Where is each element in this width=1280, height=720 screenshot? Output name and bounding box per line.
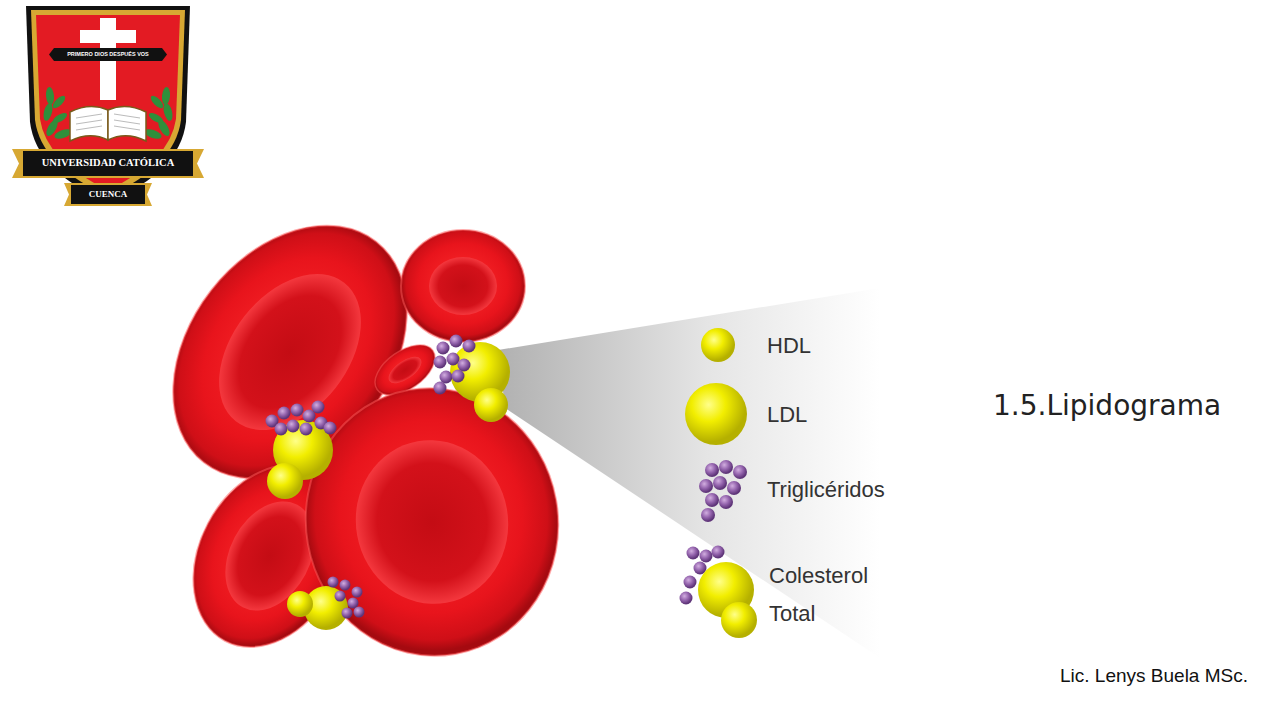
legend-label: Colesterol Total [769,557,889,633]
lipid-cluster [352,587,363,598]
book [70,106,108,141]
red-blood-cell [384,352,425,389]
lipid-cluster [340,580,351,591]
legend-swatch-part [713,476,727,490]
zoom-cone [498,288,880,658]
university-logo [12,6,204,206]
shield-field [36,15,180,190]
lipid-cluster [354,607,365,618]
lipid-cluster [458,359,471,372]
legend-swatches [680,328,758,638]
lipid-cluster [328,577,339,588]
lipid-cluster [312,401,325,414]
lipid-cluster [275,423,288,436]
legend-swatch-part [685,383,747,445]
legend-swatch-part [699,479,713,493]
lipid-cluster [287,420,300,433]
legend-swatch-part [721,602,757,638]
lipid-cluster [440,371,453,384]
laurel-branch [45,87,55,106]
legend-label: LDL [767,402,807,428]
legend-swatch-part [705,493,719,507]
laurel-branch [162,102,174,121]
legend-label: Triglicéridos [767,477,885,503]
lipid-cluster [328,577,365,619]
motto-ribbon [49,48,167,61]
lipid-cluster [278,407,291,420]
laurel-branch [147,111,164,125]
legend-swatch-part [701,508,715,522]
legend-swatch-part [733,465,747,479]
lipid-cluster [324,422,337,435]
lipid-cluster [434,335,511,423]
legend-swatch-part [719,495,733,509]
red-blood-cell [429,257,497,315]
name-banner [23,151,193,176]
laurel-branch [42,102,54,121]
legend-swatch-part [712,546,725,559]
laurel-branch [42,87,174,141]
lipid-cluster [300,423,313,436]
laurel-branch [161,87,171,106]
lipid-cluster [463,340,476,353]
legend-label: HDL [767,333,811,359]
lipid-cluster [450,335,463,348]
laurel-branch [51,94,67,110]
legend-swatch [685,383,747,445]
lipid-cluster [474,388,508,422]
city-name: CUENCA [89,189,128,200]
book-lines [76,114,140,130]
legend-swatch-part [727,481,741,495]
legend-swatch-part [700,550,713,563]
legend-swatch-part [680,592,693,605]
city-ribbon [71,185,145,204]
lipid-cluster [291,404,304,417]
lipid-cluster [447,353,460,366]
laurel-branch [51,111,68,125]
city-ribbon [64,183,152,206]
red-blood-cell [401,230,525,342]
lipid-cluster [342,608,353,619]
red-blood-cell [343,428,521,616]
lipid-cluster [434,335,476,395]
legend-swatch [701,328,735,362]
legend-swatch-part [719,460,733,474]
legend-swatch-part [684,576,697,589]
name-banner [12,149,204,178]
motto-text: PRIMERO DIOS DESPUÉS VOS [67,51,149,58]
legend-swatch [699,460,747,522]
cross [80,30,136,43]
lipid-cluster [287,591,313,617]
author-credit: Lic. Lenys Buela MSc. [1060,665,1248,688]
legend-swatch-part [701,328,735,362]
lipid-cluster [266,401,337,500]
legend-swatch-part [687,547,700,560]
lipid-cluster [452,370,465,383]
lipid-cluster [434,382,447,395]
lipid-cluster [287,577,365,631]
lipid-cluster [266,401,337,436]
lipid-cluster [434,356,447,369]
legend-swatch-part [705,463,719,477]
legend-swatch [680,546,758,639]
shield-gold-rim [31,10,185,196]
university-name: UNIVERSIDAD CATÓLICA [42,157,175,170]
book [108,106,146,141]
laurel-branch [149,94,165,110]
slide-title: 1.5.Lipidograma [993,389,1221,423]
lipid-cluster [348,598,359,609]
lipid-cluster [267,463,303,499]
red-blood-cell [401,230,525,342]
lipid-cluster [437,342,450,355]
lipid-cluster [335,591,346,602]
